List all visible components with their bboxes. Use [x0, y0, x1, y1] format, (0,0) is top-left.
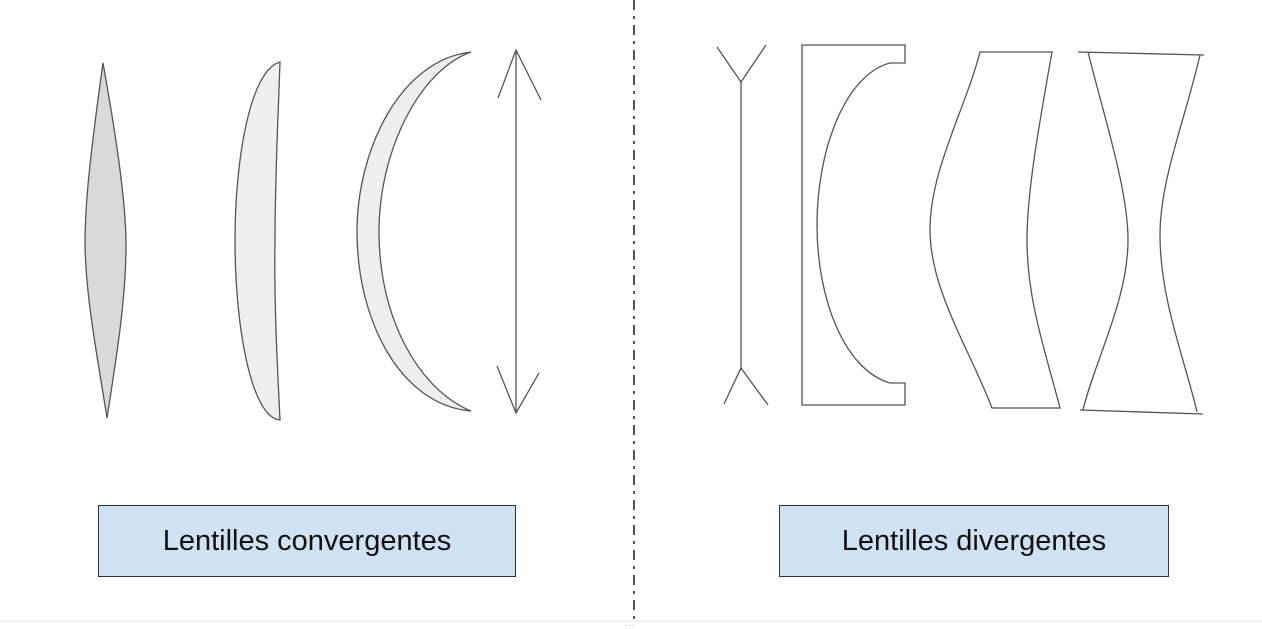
diverging-lens-symbol: [716, 44, 769, 406]
biconvex-lens: [84, 62, 127, 419]
plano-concave-lens: [801, 44, 906, 406]
converging-lenses-label: Lentilles convergentes: [98, 505, 516, 577]
divergent-meniscus-lens: [929, 51, 1061, 409]
biconcave-lens: [1077, 51, 1205, 415]
convergent-meniscus-lens: [356, 51, 472, 412]
diverging-lenses-label: Lentilles divergentes: [779, 505, 1169, 577]
plano-convex-lens: [234, 61, 281, 421]
converging-lens-symbol: [496, 48, 542, 415]
more-indicator[interactable]: ...: [624, 618, 636, 629]
